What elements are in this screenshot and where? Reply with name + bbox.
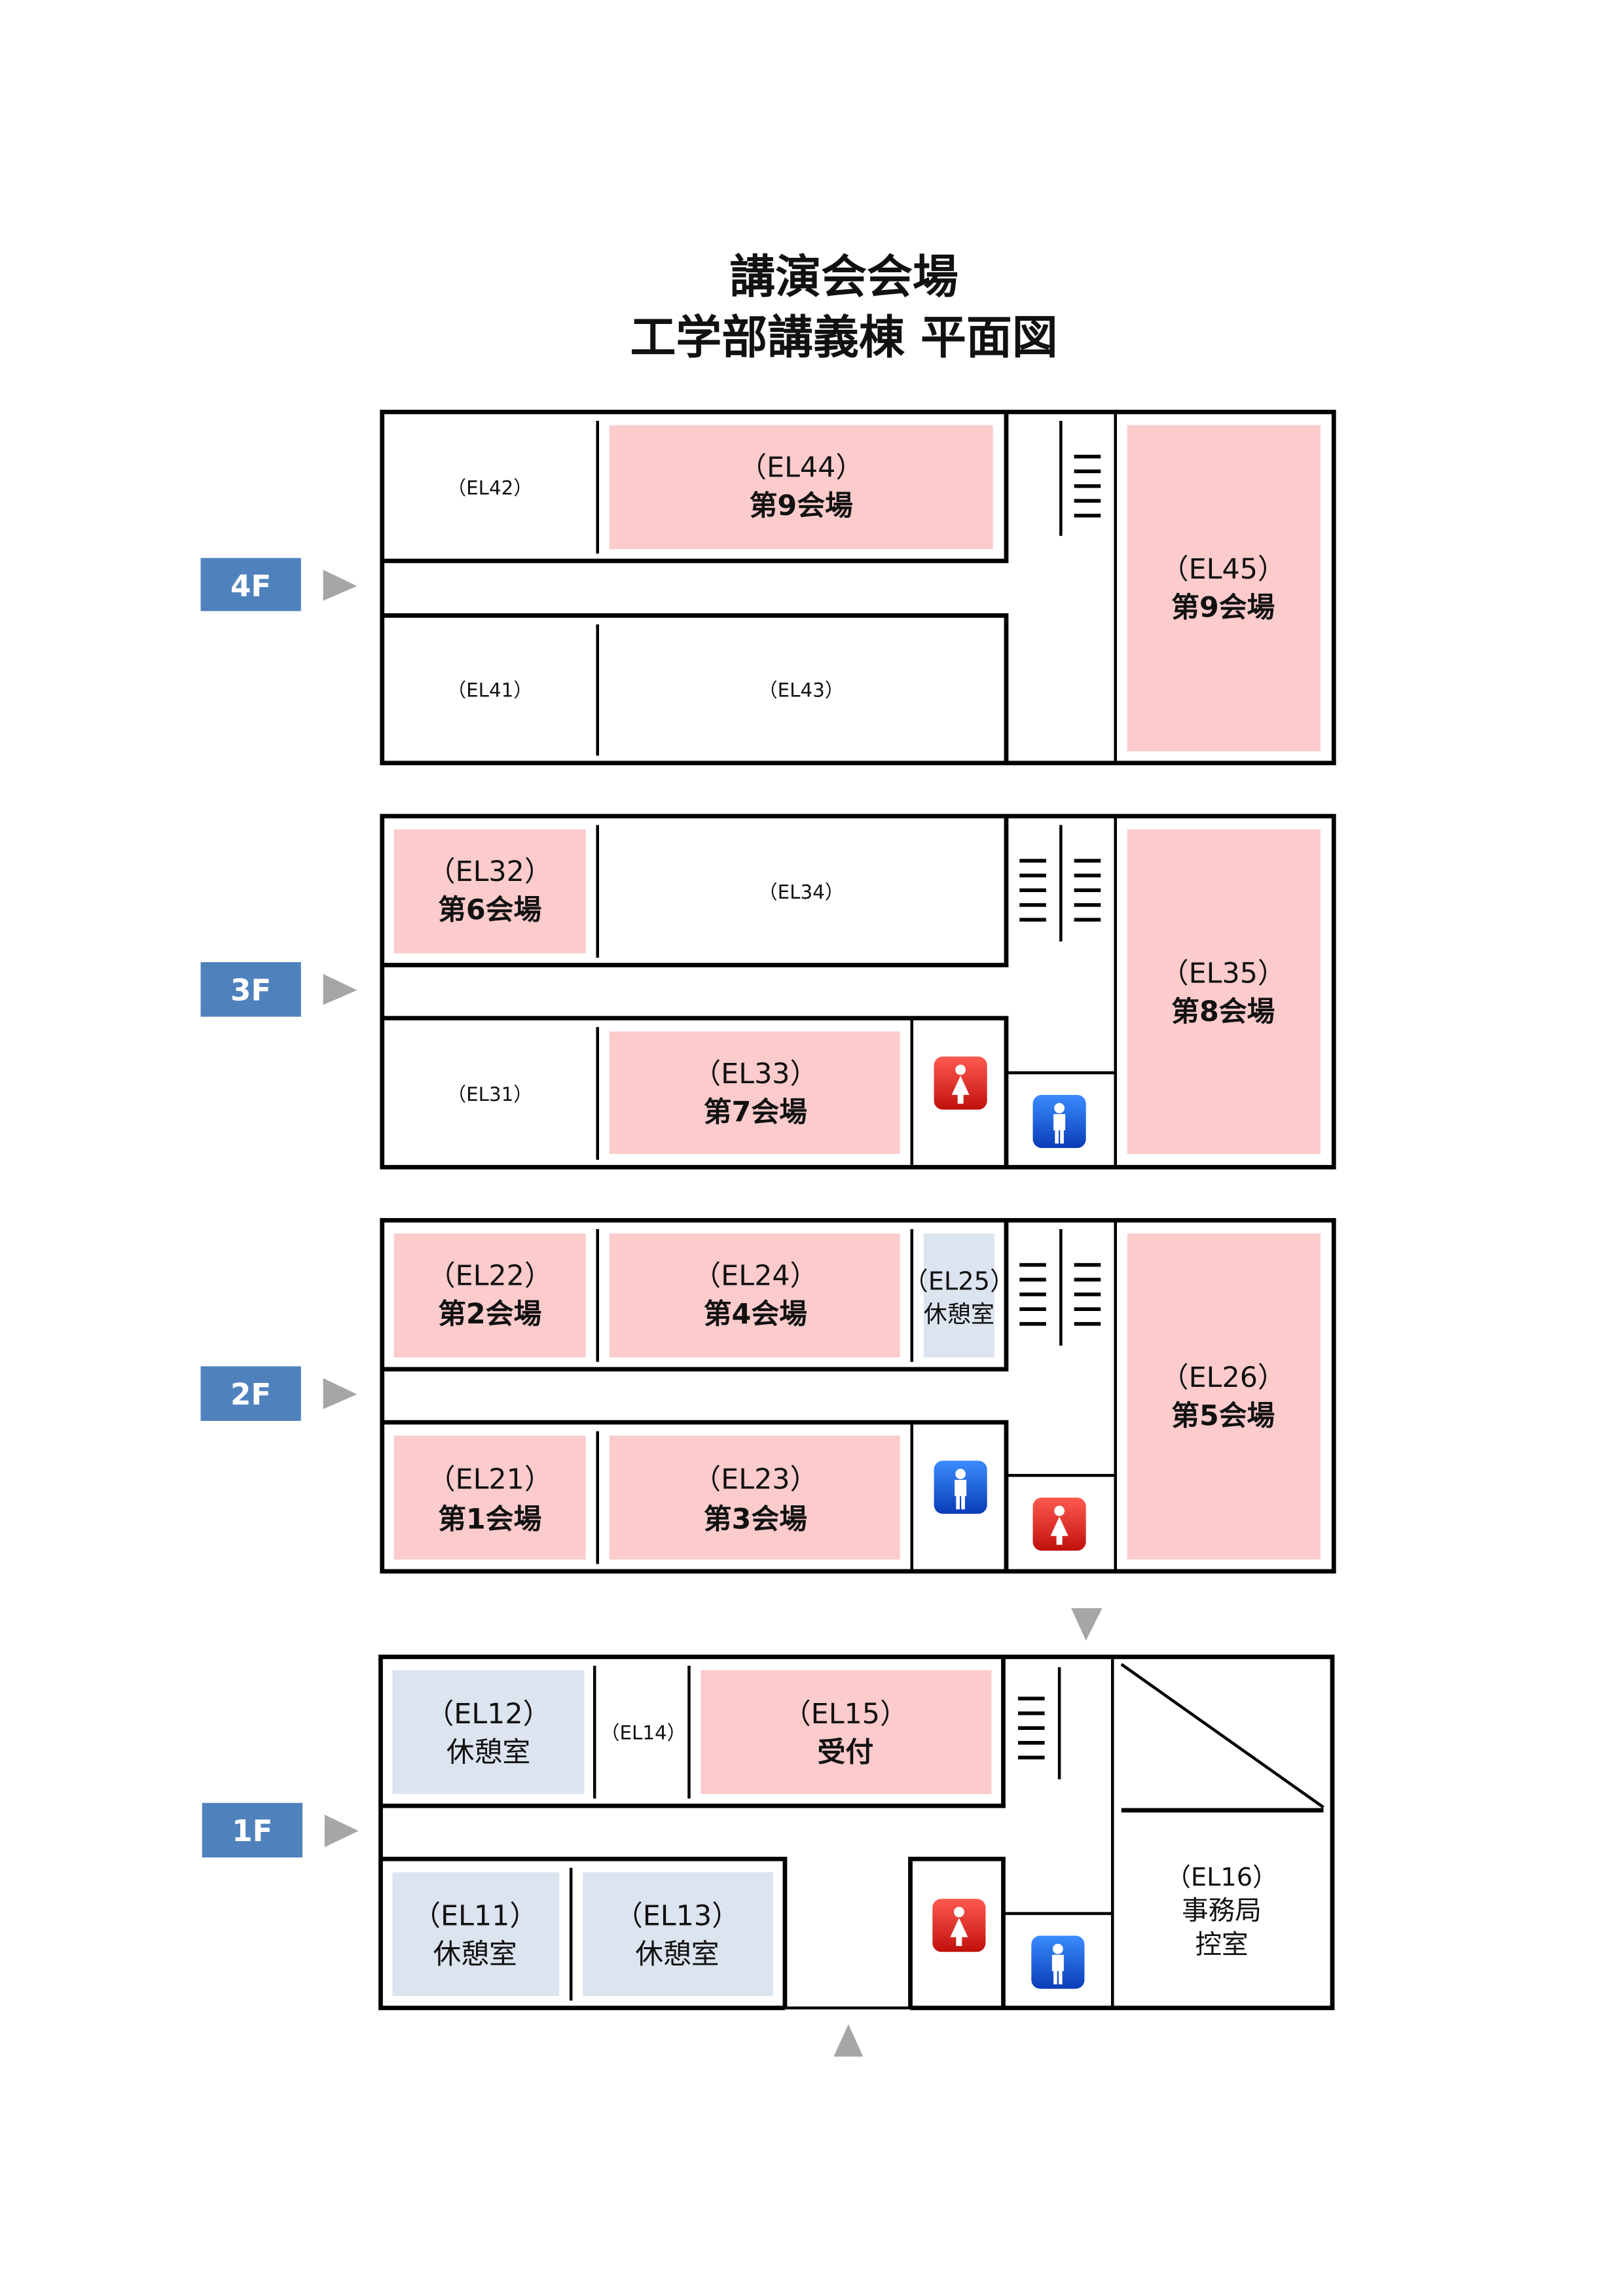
floor-label-4f-text: 4F (230, 569, 271, 603)
room-el26-name: 第5会場 (1171, 1400, 1275, 1433)
room-el35 (1127, 829, 1321, 1155)
room-el31-code: （EL31） (447, 1083, 533, 1105)
male-restroom-icon (1032, 1094, 1086, 1148)
room-el42-code: （EL42） (447, 477, 533, 499)
room-el16-name: 事務局 (1182, 1895, 1262, 1926)
room-el45-code: （EL45） (1161, 553, 1286, 586)
arrow-right-icon (323, 1378, 357, 1409)
arrow-right-icon (324, 1814, 359, 1848)
room-el12-code: （EL12） (426, 1698, 551, 1731)
room-el16-code: （EL16） (1166, 1863, 1278, 1892)
room-el35-name: 第8会場 (1171, 996, 1275, 1028)
room-el12-name: 休憩室 (447, 1736, 530, 1769)
room-el22-name: 第2会場 (438, 1298, 541, 1331)
room-el33-name: 第7会場 (704, 1096, 807, 1128)
floor-label-3f (200, 962, 301, 1017)
room-el33-code: （EL33） (693, 1058, 818, 1090)
male-restroom-icon (934, 1460, 987, 1514)
floor-2f: 2F （EL22） 第2会場 （EL24） 第4会場 （EL25） 休憩室 （E… (200, 1218, 1336, 1574)
room-el23 (609, 1435, 900, 1560)
room-el26 (1127, 1233, 1321, 1560)
room-el22-code: （EL22） (428, 1260, 553, 1293)
stairs-icon (1074, 454, 1101, 518)
room-el11-name: 休憩室 (433, 1938, 517, 1971)
floor-4f: 4F （EL42） （EL44） 第9会場 （EL41） （EL43） （EL4… (200, 410, 1336, 766)
room-el32-code: （EL32） (428, 855, 553, 888)
room-el14-code: （EL14） (600, 1722, 686, 1744)
room-el16-name-2: 控室 (1195, 1928, 1248, 1960)
room-el41-code: （EL41） (447, 679, 533, 701)
room-el26-code: （EL26） (1161, 1361, 1286, 1394)
stairs-icon (1018, 1696, 1045, 1760)
floor-label-2f-text: 2F (230, 1377, 271, 1412)
room-el44-code: （EL44） (739, 452, 864, 484)
room-el24 (609, 1233, 900, 1358)
room-el21 (393, 1435, 586, 1560)
arrow-right-icon (323, 569, 357, 601)
floor-label-2f (200, 1366, 301, 1421)
room-el13 (583, 1872, 773, 1996)
room-el45-name: 第9会場 (1171, 592, 1275, 624)
floor-label-3f-text: 3F (230, 973, 271, 1008)
male-restroom-icon (1031, 1935, 1085, 1989)
stairs-icon (1074, 1263, 1101, 1326)
room-el23-name: 第3会場 (704, 1503, 807, 1535)
room-el15 (701, 1670, 992, 1795)
floor-label-1f (202, 1803, 302, 1857)
room-el21-name: 第1会場 (438, 1503, 541, 1535)
stairs-icon (1019, 1263, 1046, 1326)
floor-1f: 1F （EL12） 休憩室 （EL14） （EL15） 受付 （EL11） 休憩… (202, 1655, 1335, 2011)
room-el23-code: （EL23） (693, 1463, 818, 1496)
room-el43-code: （EL43） (758, 679, 844, 701)
room-el24-name: 第4会場 (704, 1298, 807, 1331)
floor-3f: 3F （EL32） 第6会場 （EL34） （EL31） （EL33） 第7会場… (200, 814, 1336, 1170)
room-el32-name: 第6会場 (438, 894, 541, 927)
arrow-right-icon (323, 974, 357, 1005)
room-el21-code: （EL21） (428, 1463, 553, 1496)
room-el35-code: （EL35） (1161, 958, 1286, 990)
room-el13-name: 休憩室 (635, 1938, 719, 1971)
female-restroom-icon (1032, 1498, 1086, 1551)
arrow-up-icon (833, 2024, 864, 2057)
room-el34-code: （EL34） (758, 881, 844, 903)
room-el25-name: 休憩室 (924, 1300, 994, 1328)
room-el13-code: （EL13） (615, 1900, 740, 1933)
room-el22 (393, 1233, 586, 1358)
female-restroom-icon (934, 1056, 987, 1110)
floor-label-1f-text: 1F (232, 1814, 272, 1848)
room-el32 (393, 829, 586, 954)
arrow-down-icon (1071, 1608, 1103, 1641)
room-el25-code: （EL25） (903, 1266, 1015, 1296)
room-el44 (609, 425, 993, 550)
room-el33 (609, 1031, 900, 1155)
room-el11 (392, 1872, 560, 1996)
room-el45 (1127, 425, 1321, 751)
stairs-icon (1019, 859, 1046, 922)
room-el12 (392, 1670, 585, 1795)
room-el15-name: 受付 (818, 1736, 874, 1769)
room-el11-code: （EL11） (412, 1900, 538, 1933)
room-el44-name: 第9会場 (750, 490, 853, 522)
room-el15-code: （EL15） (783, 1698, 908, 1731)
room-el24-code: （EL24） (693, 1260, 818, 1293)
room-el25 (923, 1233, 994, 1358)
floor-label-4f (200, 558, 301, 611)
stairs-icon (1074, 859, 1101, 922)
title-line2: 工学部講義棟 平面図 (630, 311, 1058, 364)
title-line1: 講演会会場 (729, 251, 958, 304)
female-restroom-icon (932, 1899, 986, 1952)
